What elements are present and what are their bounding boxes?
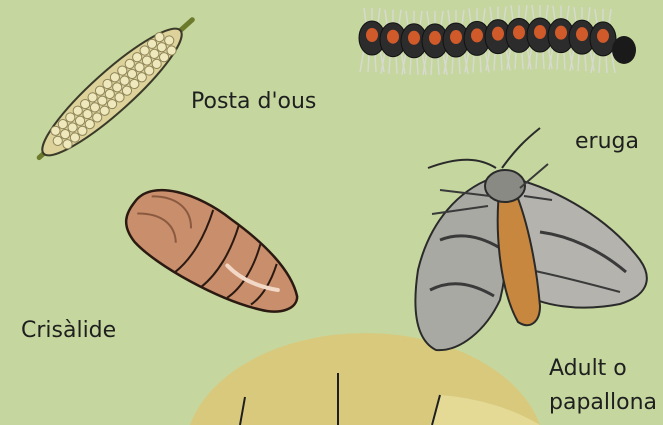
pupa-icon	[114, 171, 317, 332]
label-adult-line2: papallona	[549, 388, 657, 418]
cycle-wheel-icon	[190, 333, 540, 425]
label-caterpillar: eruga	[575, 127, 639, 157]
label-adult-line1: Adult o	[549, 354, 627, 384]
label-pupa: Crisàlide	[21, 316, 116, 346]
caterpillar-icon	[359, 5, 636, 75]
moth-icon	[415, 128, 646, 350]
egg-cluster-icon	[26, 5, 206, 173]
label-eggs: Posta d'ous	[191, 87, 316, 117]
